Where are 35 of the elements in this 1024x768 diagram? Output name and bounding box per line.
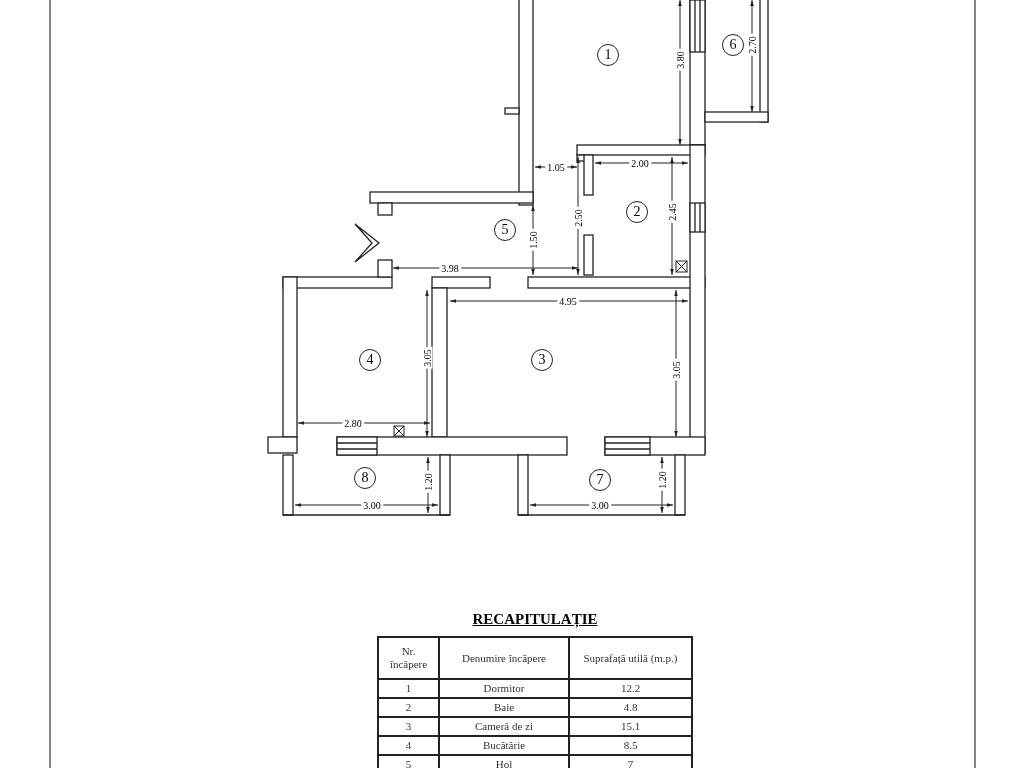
dimension-label: 2.70 <box>746 34 758 56</box>
header-cell: Suprafață utilă (m.p.) <box>568 638 691 678</box>
dimension-label: 1.05 <box>545 161 567 173</box>
dimension-label: 4.95 <box>557 295 579 307</box>
dimension-label: 1.20 <box>422 471 434 493</box>
table-cell: Hol <box>438 756 568 768</box>
dimension-label: 2.45 <box>666 201 678 223</box>
dimension-label: 3.80 <box>674 49 686 71</box>
table-cell: 4.8 <box>568 699 691 716</box>
table-title: RECAPITULAȚIE <box>472 610 598 629</box>
dimension-label: 1.50 <box>527 229 539 251</box>
table-cell: Bucătărie <box>438 737 568 754</box>
dimension-label: 2.50 <box>572 207 584 229</box>
dimension-label: 2.80 <box>342 417 364 429</box>
table-cell-text: 3 <box>404 719 413 734</box>
dimension-label: 3.00 <box>589 499 611 511</box>
table-cell-text: 5 <box>404 757 413 768</box>
header-cell-text: Nr. încăpere <box>388 644 429 672</box>
table-cell: Cameră de zi <box>438 718 568 735</box>
table-cell: 15.1 <box>568 718 691 735</box>
dimension-label: 3.05 <box>670 359 682 381</box>
header-cell: Denumire încăpere <box>438 638 568 678</box>
table-cell: 8.5 <box>568 737 691 754</box>
dimension-label: 1.20 <box>656 469 668 491</box>
dimension-label: 3.00 <box>361 499 383 511</box>
table-cell: Dormitor <box>438 680 568 697</box>
table-cell-text: 1 <box>404 681 413 696</box>
table-cell: 7 <box>568 756 691 768</box>
dimension-label: 2.00 <box>629 157 651 169</box>
table-cell: 12.2 <box>568 680 691 697</box>
table-cell-text: 4 <box>404 738 413 753</box>
dimension-label: 3.98 <box>439 262 461 274</box>
table-cell: Baie <box>438 699 568 716</box>
table-cell-text: 2 <box>404 700 413 715</box>
dimension-label: 3.05 <box>421 347 433 369</box>
